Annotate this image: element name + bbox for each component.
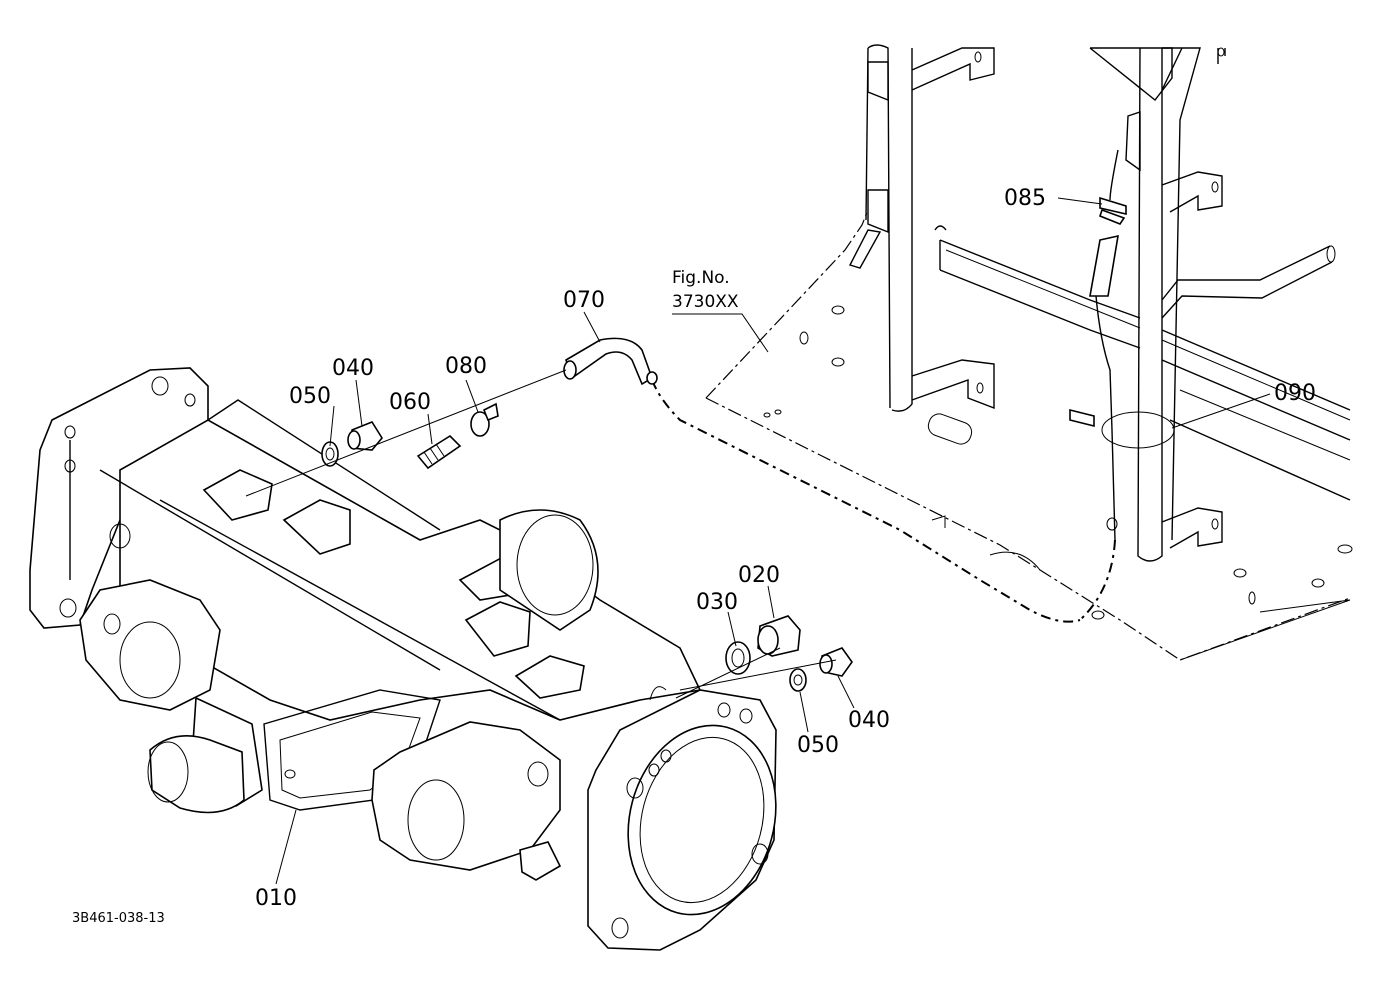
fitting-060 (416, 434, 462, 470)
label-080: 080 (445, 354, 487, 379)
figure-ref-line2: 3730XX (672, 292, 739, 312)
label-060: 060 (389, 390, 431, 415)
label-030: 030 (696, 590, 738, 615)
label-020: 020 (738, 563, 780, 588)
label-090: 090 (1274, 381, 1316, 406)
leader-lower-parts (675, 647, 837, 699)
plug-040-lower (819, 647, 853, 677)
label-040-lower: 040 (848, 708, 890, 733)
cable-tie-090 (1069, 408, 1175, 449)
harness-sleeve (1089, 234, 1119, 297)
callout-leaders (275, 197, 1271, 885)
label-085: 085 (1004, 186, 1046, 211)
label-070: 070 (563, 288, 605, 313)
ring-030 (725, 641, 751, 675)
plug-020 (757, 615, 801, 657)
axle-housing (29, 367, 777, 951)
label-050-lower: 050 (797, 733, 839, 758)
label-050-upper: 050 (289, 384, 331, 409)
plug-040-upper (347, 421, 383, 451)
clip-085 (1099, 196, 1127, 225)
label-010: 010 (255, 886, 297, 911)
frame-assembly (705, 44, 1353, 661)
label-040-upper: 040 (332, 356, 374, 381)
hose-070 (563, 337, 658, 386)
washer-050-lower (789, 668, 807, 692)
drawing-code: 3B461-038-13 (72, 911, 165, 926)
figure-ref-line1: Fig.No. (672, 268, 730, 288)
clamp-080 (470, 402, 499, 437)
leader-upper-parts (245, 369, 567, 497)
hose-route (651, 379, 1081, 623)
